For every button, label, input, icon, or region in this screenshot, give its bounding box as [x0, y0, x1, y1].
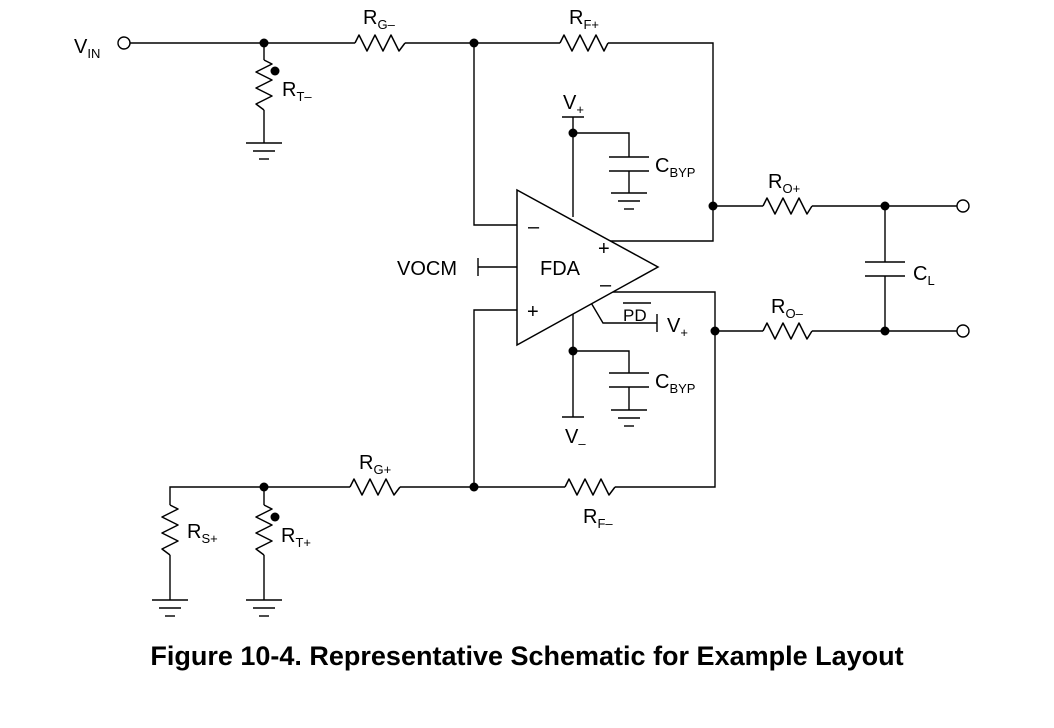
ground-rt-minus	[246, 142, 282, 160]
ground-cbyp-top	[611, 192, 647, 210]
label-vminus: V–	[565, 426, 586, 451]
capacitor-cl	[865, 261, 905, 277]
schematic-diagram: VIN RG– RF+ RT– V+ CBYP RO+ CL RO– VOCM …	[74, 7, 970, 617]
resistor-rg-plus	[349, 478, 401, 496]
capacitor-cbyp-bottom	[609, 372, 649, 388]
label-vocm: VOCM	[397, 258, 457, 280]
label-pd: PD	[623, 306, 647, 325]
wiring	[130, 42, 957, 600]
resistor-ro-plus	[762, 197, 813, 215]
resistor-ro-minus	[762, 322, 813, 340]
sign-noninverting-input: +	[527, 301, 539, 323]
resistors	[161, 34, 813, 556]
label-cbyp-bottom: CBYP	[655, 371, 695, 396]
label-rf-minus: RF–	[583, 506, 613, 531]
resistor-rf-plus	[559, 34, 609, 52]
capacitor-cbyp-top	[609, 156, 649, 172]
label-vplus-top: V+	[563, 92, 584, 117]
rt-minus-wiper-dot	[270, 66, 280, 76]
label-rs-plus: RS+	[187, 521, 218, 546]
ground-rs-plus	[152, 599, 188, 617]
label-ro-plus: RO+	[768, 171, 800, 196]
output-minus-terminal	[956, 324, 970, 338]
junction-nodes	[259, 38, 890, 492]
figure-caption: Figure 10-4. Representative Schematic fo…	[150, 641, 904, 671]
resistor-rg-minus	[354, 34, 406, 52]
label-vin: VIN	[74, 36, 100, 61]
fda-amplifier-symbol	[516, 188, 660, 347]
resistor-rf-minus	[564, 478, 616, 496]
label-rt-plus: RT+	[281, 525, 311, 550]
sign-output-minus: –	[600, 274, 612, 296]
resistor-rt-minus	[255, 59, 273, 111]
label-cbyp-top: CBYP	[655, 155, 695, 180]
vin-terminal	[117, 36, 131, 50]
ground-cbyp-bottom	[611, 409, 647, 427]
label-rg-plus: RG+	[359, 452, 391, 477]
rt-plus-wiper-dot	[270, 512, 280, 522]
label-fda: FDA	[540, 258, 581, 280]
resistor-rt-plus	[255, 504, 273, 556]
label-ro-minus: RO–	[771, 296, 804, 321]
label-vplus-pd: V+	[667, 315, 688, 340]
sign-inverting-input: –	[528, 216, 540, 238]
capacitors	[609, 156, 905, 388]
label-rf-plus: RF+	[569, 7, 599, 32]
label-rt-minus: RT–	[282, 79, 312, 104]
label-rg-minus: RG–	[363, 7, 396, 32]
label-cl: CL	[913, 263, 935, 288]
sign-output-plus: +	[598, 238, 610, 260]
ground-rt-plus	[246, 599, 282, 617]
resistor-rs-plus	[161, 504, 179, 556]
output-plus-terminal	[956, 199, 970, 213]
